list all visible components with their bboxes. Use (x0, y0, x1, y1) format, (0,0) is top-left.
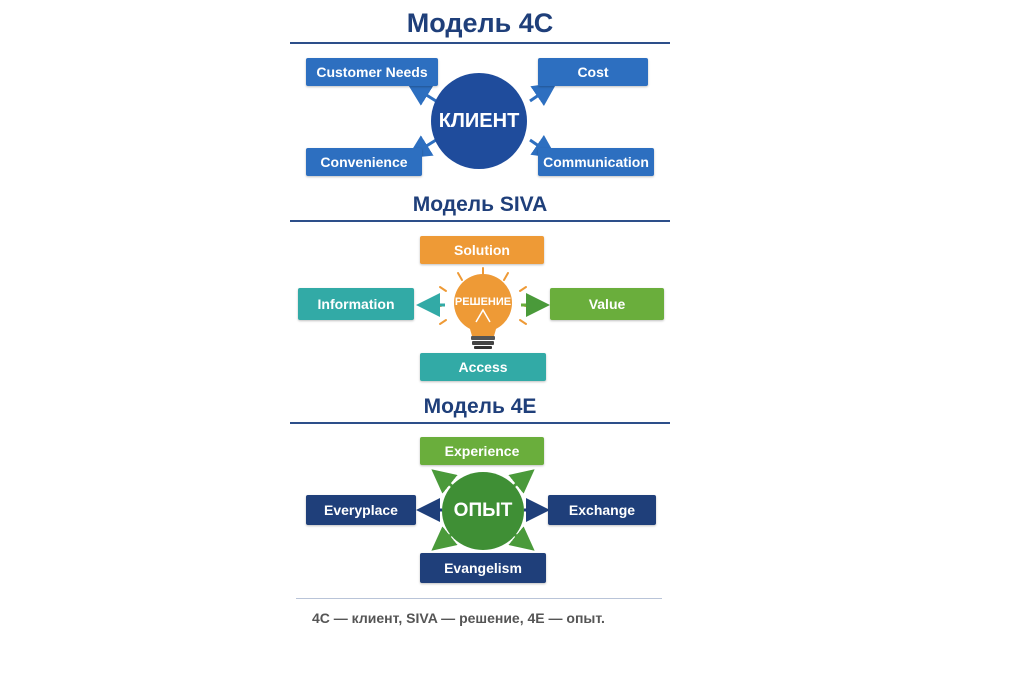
model-4c-title: Модель 4C (406, 8, 554, 38)
center-client: КЛИЕНТ (431, 73, 527, 169)
arrow-4e-evangelism-left (431, 526, 458, 551)
center-solution-label: РЕШЕНИЕ (454, 296, 512, 308)
model-4c-divider (290, 42, 670, 44)
lightbulb-icon (454, 274, 512, 349)
box-everyplace: Everyplace (306, 495, 416, 525)
arrow-4c-customer-needs (406, 82, 437, 106)
caption-divider (296, 598, 662, 599)
box-communication: Communication (538, 148, 654, 176)
box-cost: Cost (538, 58, 648, 86)
model-4e-title: Модель 4E (423, 395, 537, 418)
model-siva-title: Модель SIVA (412, 193, 548, 216)
box-value: Value (550, 288, 664, 320)
box-experience: Experience (420, 437, 544, 465)
arrow-4e-evangelism-right (508, 526, 535, 551)
box-solution: Solution (420, 236, 544, 264)
box-convenience: Convenience (306, 148, 422, 176)
box-access: Access (420, 353, 546, 381)
arrow-4e-experience-right (508, 469, 535, 494)
box-information: Information (298, 288, 414, 320)
model-siva-divider (290, 220, 670, 222)
arrow-4c-cost (529, 82, 557, 107)
center-experience: ОПЫТ (442, 472, 524, 550)
box-exchange: Exchange (548, 495, 656, 525)
caption: 4C — клиент, SIVA — решение, 4E — опыт. (312, 610, 605, 626)
arrow-4e-experience-left (431, 469, 458, 494)
model-4e-divider (290, 422, 670, 424)
box-customer-needs: Customer Needs (306, 58, 438, 86)
box-evangelism: Evangelism (420, 553, 546, 583)
